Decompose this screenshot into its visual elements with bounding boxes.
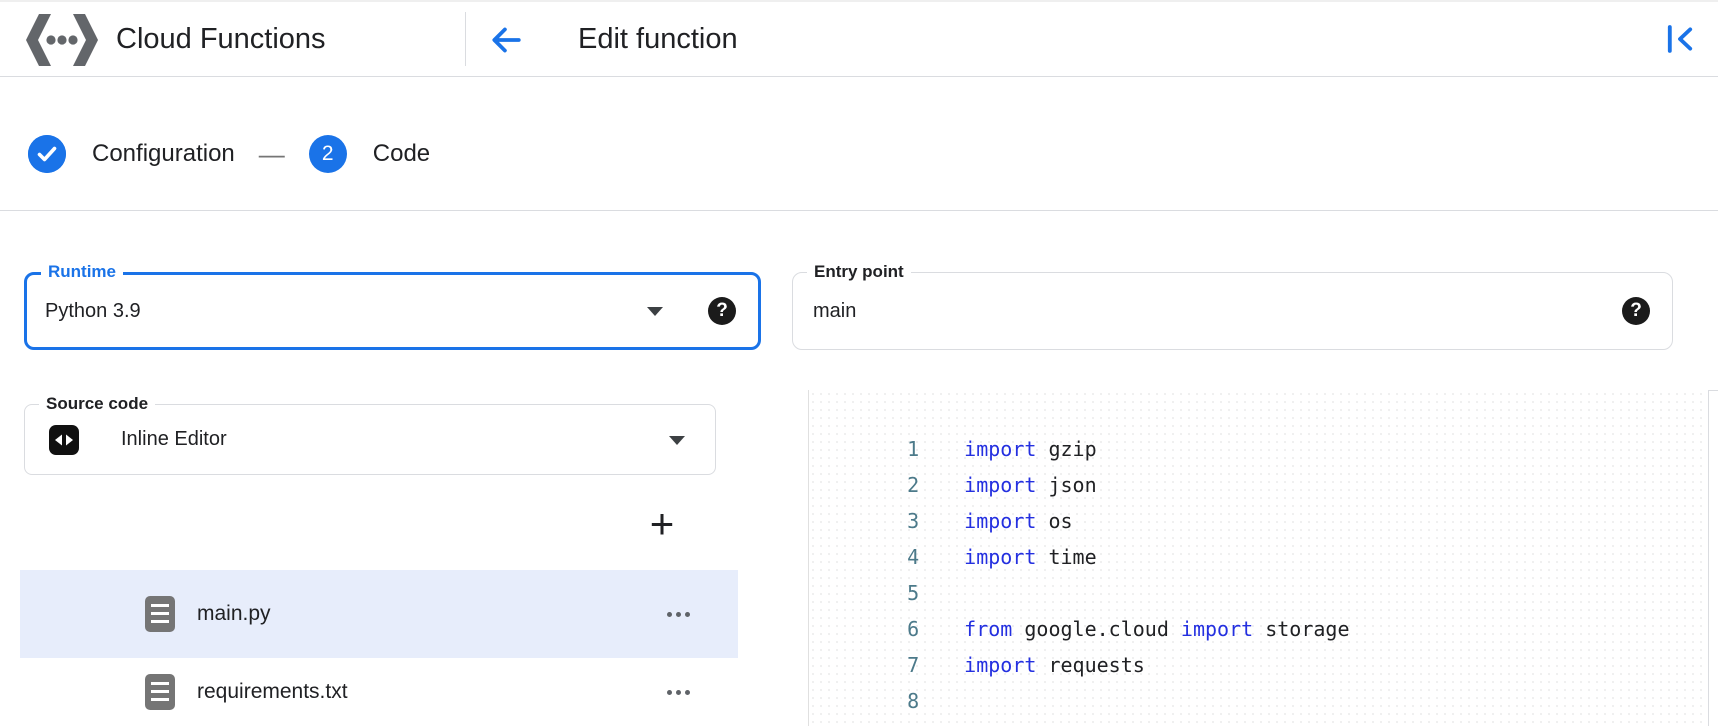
code-line[interactable]: 3 import os [809,467,1708,533]
line-number: 9 [857,719,919,726]
code-line[interactable]: 7 import requests [809,611,1708,677]
editor-scrollbar[interactable] [1708,390,1718,726]
step-connector: — [258,138,285,169]
step-code[interactable]: 2 Code [308,135,431,173]
caret-down-icon [669,435,685,445]
file-menu-button[interactable] [667,611,690,617]
app-header: Cloud Functions Edit function [0,0,1718,77]
step-label-code: Code [372,140,431,167]
line-content: import requests [964,653,1145,677]
code-line[interactable]: 1 import gzip [809,395,1708,461]
file-row[interactable]: requirements.txt [20,658,738,726]
runtime-help-icon[interactable]: ? [708,297,736,325]
line-content: import json [964,473,1097,497]
product-title: Cloud Functions [116,23,326,55]
collapse-panel-button[interactable] [1662,22,1698,58]
code-line[interactable]: 5 [809,539,1708,605]
caret-down-icon [647,307,663,316]
line-number: 7 [907,653,920,677]
step-label-configuration: Configuration [92,140,235,167]
runtime-label: Runtime [41,262,123,282]
code-lines: 1 import gzip 2 import json 3 import os 4 im… [809,395,1708,726]
runtime-select[interactable]: Runtime Python 3.9 ? [24,262,761,350]
line-number: 5 [907,581,920,605]
line-content: import time [964,545,1097,569]
entry-point-help-icon[interactable]: ? [1622,297,1650,325]
line-content: import gzip [964,437,1097,461]
page-title: Edit function [578,23,738,55]
line-content: from google.cloud import storage [964,617,1350,641]
code-line[interactable]: 6 from google.cloud import storage [809,575,1708,641]
line-number: 6 [907,617,920,641]
code-editor[interactable]: 1 import gzip 2 import json 3 import os 4 im… [808,390,1708,726]
source-code-select[interactable]: Source code Inline Editor [24,394,716,475]
step-complete-check-icon [28,135,66,173]
file-document-icon [145,674,175,710]
source-code-label: Source code [39,394,156,414]
back-button[interactable] [486,20,526,60]
source-code-value: Inline Editor [121,428,227,450]
entry-point-label: Entry point [807,262,911,282]
file-menu-button[interactable] [667,689,690,695]
line-number: 2 [907,473,920,497]
file-name: main.py [197,602,271,625]
add-file-button[interactable]: + [638,500,686,548]
code-line[interactable]: 8 [809,647,1708,713]
file-document-icon [145,596,175,632]
file-row[interactable]: main.py [20,570,738,658]
line-number: 1 [907,437,920,461]
stepper: Configuration — 2 Code [0,78,1718,211]
runtime-value: Python 3.9 [45,299,141,322]
code-brackets-icon [49,424,79,455]
entry-point-input[interactable] [811,298,1672,324]
code-line[interactable]: 4 import time [809,503,1708,569]
arrow-left-icon [486,27,526,63]
line-number: 4 [907,545,920,569]
file-name: requirements.txt [197,680,348,703]
header-divider [465,12,466,66]
step-configuration[interactable]: Configuration [28,135,235,173]
line-content: import os [964,509,1073,533]
line-number: 3 [907,509,920,533]
step-number-badge: 2 [308,135,347,173]
file-list: main.py requirements.txt [20,570,738,726]
line-number: 8 [907,689,920,713]
code-line[interactable]: 2 import json [809,431,1708,497]
collapse-panel-left-icon [1663,25,1697,59]
cloud-functions-logo-icon [26,14,98,66]
entry-point-field[interactable]: Entry point ? [792,262,1673,350]
